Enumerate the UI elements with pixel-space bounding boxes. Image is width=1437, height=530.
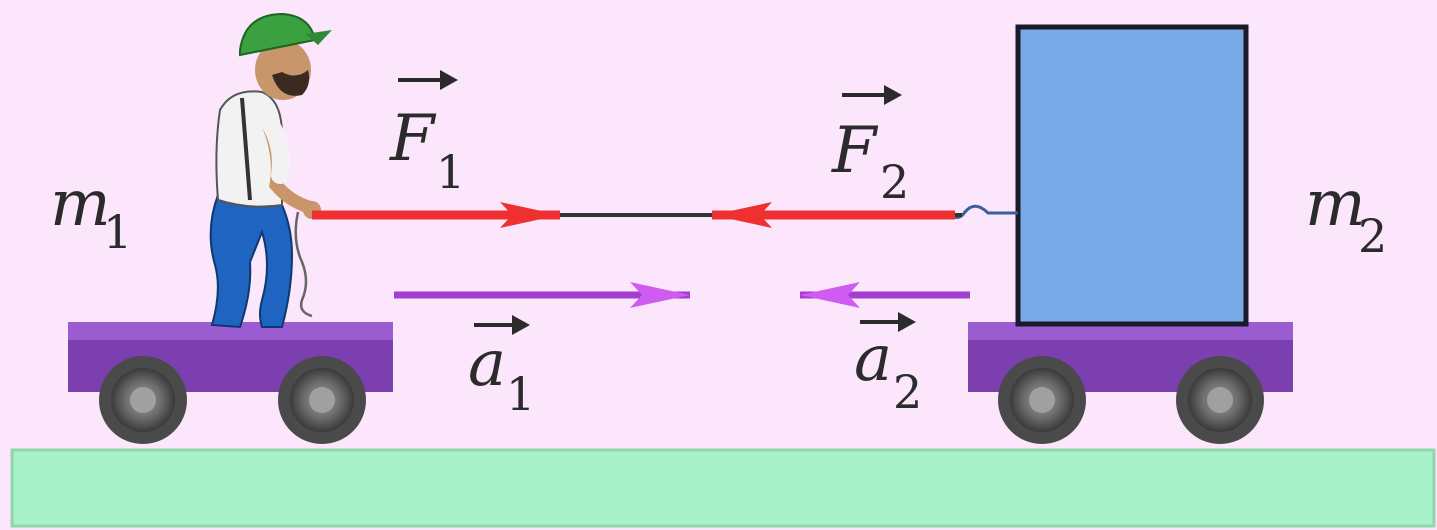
right-cart-platform-top xyxy=(968,322,1293,342)
left-cart-platform-top xyxy=(68,322,393,342)
acceleration-a2-arrow xyxy=(800,282,970,308)
box-mass xyxy=(1015,24,1249,327)
vector-arrow-F2-icon xyxy=(842,85,902,105)
vector-arrow-F1-icon xyxy=(398,70,458,90)
vector-arrow-a1-icon xyxy=(474,315,530,335)
right-cart-front-wheel xyxy=(1176,356,1264,444)
person-figure xyxy=(209,12,332,329)
vector-arrow-a2-icon xyxy=(860,312,916,332)
svg-text:a: a xyxy=(854,322,892,396)
acceleration-a1-arrow xyxy=(394,282,690,308)
label-m1: m 1 xyxy=(50,167,132,259)
svg-text:F: F xyxy=(389,102,437,176)
svg-text:2: 2 xyxy=(1358,209,1387,263)
label-a2: a 2 xyxy=(854,312,922,419)
label-F1: F 1 xyxy=(389,70,465,199)
force-F1-arrow xyxy=(312,202,560,228)
label-F2: F 2 xyxy=(831,85,909,209)
svg-text:a: a xyxy=(468,327,506,401)
ground-surface xyxy=(10,448,1436,528)
right-cart xyxy=(968,322,1293,444)
svg-text:1: 1 xyxy=(103,205,132,259)
svg-text:2: 2 xyxy=(893,365,922,419)
label-a1: a 1 xyxy=(468,315,535,421)
left-cart-rear-wheel xyxy=(99,356,187,444)
force-F2-arrow xyxy=(712,202,955,228)
svg-text:F: F xyxy=(831,114,879,188)
svg-text:m: m xyxy=(1305,167,1366,241)
svg-text:1: 1 xyxy=(506,367,535,421)
left-cart xyxy=(68,322,393,444)
right-cart-rear-wheel xyxy=(998,356,1086,444)
left-cart-front-wheel xyxy=(278,356,366,444)
label-m2: m 2 xyxy=(1305,167,1387,263)
svg-text:1: 1 xyxy=(436,145,465,199)
svg-text:m: m xyxy=(50,167,111,241)
svg-text:2: 2 xyxy=(880,155,909,209)
